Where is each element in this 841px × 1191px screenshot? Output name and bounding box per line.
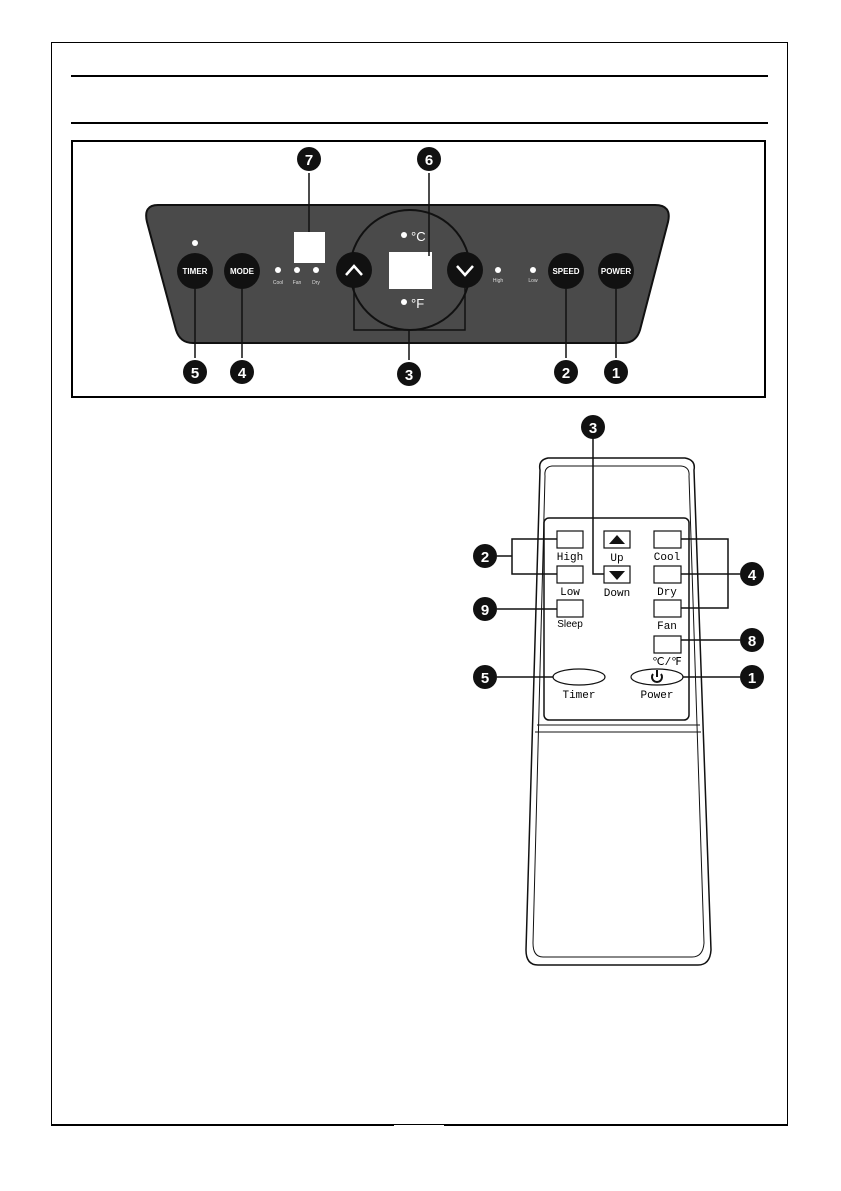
svg-text:5: 5	[481, 670, 489, 687]
remote-timer-button[interactable]	[553, 669, 605, 685]
svg-text:5: 5	[191, 365, 199, 382]
remote-sleep-button[interactable]	[557, 600, 583, 617]
remote-unit-label: ℃/℉	[652, 657, 681, 669]
svg-text:3: 3	[589, 420, 597, 437]
callout-6: 6	[417, 147, 441, 171]
remote-fan-button[interactable]	[654, 600, 681, 617]
remote-cool-button[interactable]	[654, 531, 681, 548]
remote-sleep-label: Sleep	[557, 619, 583, 630]
remote-low-label: Low	[560, 587, 580, 599]
dry-led	[313, 267, 319, 273]
svg-text:7: 7	[305, 152, 313, 169]
high-led	[495, 267, 501, 273]
celsius-label: °C	[411, 229, 426, 244]
temp-display	[389, 252, 432, 289]
svg-text:2: 2	[481, 549, 489, 566]
remote-power-label: Power	[640, 690, 673, 702]
dry-indicator-label: Dry	[312, 280, 320, 286]
remote-callout-9: 9	[473, 597, 497, 621]
callout-7: 7	[297, 147, 321, 171]
celsius-led	[401, 232, 407, 238]
control-panel: °C °F Cool Fan Dry High Low TIMER MODE	[146, 147, 669, 386]
callout-4: 4	[230, 360, 254, 384]
callout-1: 1	[604, 360, 628, 384]
remote-up-label: Up	[610, 553, 623, 565]
fahrenheit-label: °F	[411, 296, 424, 311]
remote-dry-button[interactable]	[654, 566, 681, 583]
remote-timer-label: Timer	[562, 690, 595, 702]
remote-unit-button[interactable]	[654, 636, 681, 653]
power-button[interactable]: POWER	[598, 253, 634, 289]
remote-callout-5: 5	[473, 665, 497, 689]
remote-callout-3: 3	[581, 415, 605, 439]
low-led	[530, 267, 536, 273]
svg-text:1: 1	[612, 365, 620, 382]
svg-text:9: 9	[481, 602, 489, 619]
timer-led	[192, 240, 198, 246]
callout-5: 5	[183, 360, 207, 384]
remote-callout-8: 8	[740, 628, 764, 652]
callout-3: 3	[397, 362, 421, 386]
timer-button-label: TIMER	[183, 267, 208, 276]
low-indicator-label: Low	[528, 278, 538, 284]
remote-low-button[interactable]	[557, 566, 583, 583]
remote-control: High Low Sleep Up Down Cool Dry Fan ℃/℉ …	[473, 415, 764, 965]
down-button[interactable]	[447, 252, 483, 288]
callout-2: 2	[554, 360, 578, 384]
mode-button-label: MODE	[230, 267, 255, 276]
speed-button[interactable]: SPEED	[548, 253, 584, 289]
remote-fan-label: Fan	[657, 621, 677, 633]
fahrenheit-led	[401, 299, 407, 305]
svg-text:3: 3	[405, 367, 413, 384]
mode-button[interactable]: MODE	[224, 253, 260, 289]
remote-callout-4: 4	[740, 562, 764, 586]
svg-text:2: 2	[562, 365, 570, 382]
remote-cool-label: Cool	[654, 552, 680, 564]
remote-callout-2: 2	[473, 544, 497, 568]
cool-led	[275, 267, 281, 273]
high-indicator-label: High	[493, 278, 504, 284]
remote-down-label: Down	[604, 588, 630, 600]
svg-text:8: 8	[748, 633, 756, 650]
speed-button-label: SPEED	[552, 267, 579, 276]
svg-text:1: 1	[748, 670, 756, 687]
timer-display	[294, 232, 325, 263]
remote-callout-1: 1	[740, 665, 764, 689]
power-button-label: POWER	[601, 267, 631, 276]
fan-led	[294, 267, 300, 273]
remote-high-label: High	[557, 552, 583, 564]
up-button[interactable]	[336, 252, 372, 288]
remote-high-button[interactable]	[557, 531, 583, 548]
svg-text:6: 6	[425, 152, 433, 169]
fan-indicator-label: Fan	[293, 280, 302, 286]
svg-text:4: 4	[748, 567, 757, 584]
svg-text:4: 4	[238, 365, 247, 382]
remote-dry-label: Dry	[657, 587, 677, 599]
cool-indicator-label: Cool	[273, 280, 283, 286]
